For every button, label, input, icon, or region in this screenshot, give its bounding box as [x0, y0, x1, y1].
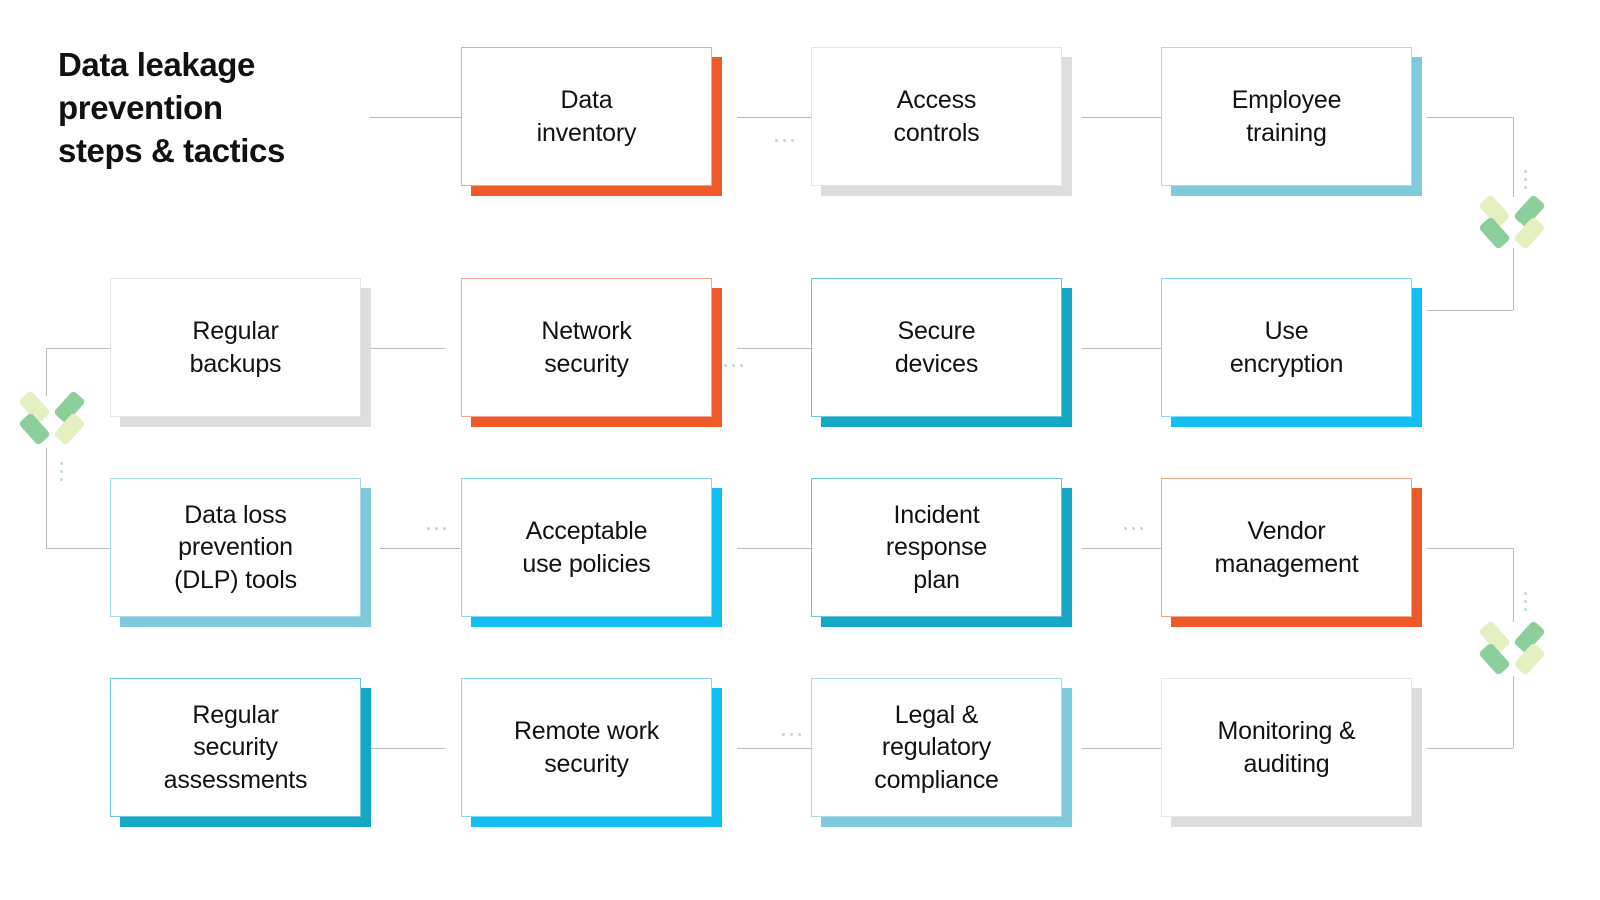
node-label-acceptable-use: Acceptable use policies: [522, 517, 651, 578]
node-access-controls[interactable]: Access controls: [811, 47, 1072, 196]
chevron-down-icon: [18, 390, 86, 446]
node-data-inventory[interactable]: Data inventory: [461, 47, 722, 196]
node-label-employee-training: Employee training: [1231, 86, 1342, 147]
connector-regular-backups-out: [46, 348, 112, 349]
connector-row3-down-2: [1513, 676, 1514, 748]
connector-use-encryption-to-secure-devices: [1082, 348, 1162, 349]
chevron-arm-right: [53, 412, 86, 446]
node-label-legal-compliance: Legal & regulatory compliance: [874, 700, 999, 794]
node-dlp-tools[interactable]: Data loss prevention (DLP) tools: [110, 478, 371, 627]
flow-dots-row4-a: [782, 733, 801, 736]
node-network-security[interactable]: Network security: [461, 278, 722, 427]
chevron-arm-right: [1513, 216, 1546, 250]
chevron-down-icon: [1478, 620, 1546, 676]
node-label-access-controls: Access controls: [893, 86, 980, 147]
node-card-monitoring-auditing[interactable]: Monitoring & auditing: [1161, 678, 1412, 817]
connector-vendor-management-out: [1427, 548, 1513, 549]
node-incident-response[interactable]: Incident response plan: [811, 478, 1072, 627]
connector-remote-work-to-assessments: [365, 748, 445, 749]
node-card-network-security[interactable]: Network security: [461, 278, 712, 417]
connector-access-controls-to-employee-training: [1082, 117, 1162, 118]
connector-monitoring-to-legal: [1082, 748, 1162, 749]
node-label-dlp-tools: Data loss prevention (DLP) tools: [174, 500, 297, 594]
connector-employee-training-out: [1427, 117, 1513, 118]
connector-secure-devices-to-network-security: [737, 348, 817, 349]
node-acceptable-use[interactable]: Acceptable use policies: [461, 478, 722, 627]
connector-dlp-to-acceptable-use: [380, 548, 460, 549]
node-label-regular-backups: Regular backups: [189, 317, 282, 378]
connector-into-monitoring-auditing: [1427, 748, 1513, 749]
node-card-secure-devices[interactable]: Secure devices: [811, 278, 1062, 417]
node-vendor-management[interactable]: Vendor management: [1161, 478, 1422, 627]
node-remote-work-security[interactable]: Remote work security: [461, 678, 722, 827]
node-label-data-inventory: Data inventory: [536, 86, 637, 147]
flow-dots-right-1: [1524, 170, 1527, 189]
node-card-vendor-management[interactable]: Vendor management: [1161, 478, 1412, 617]
connector-network-security-to-regular-backups: [365, 348, 445, 349]
node-card-employee-training[interactable]: Employee training: [1161, 47, 1412, 186]
node-card-data-inventory[interactable]: Data inventory: [461, 47, 712, 186]
connector-acceptable-use-to-incident-response: [737, 548, 817, 549]
node-card-remote-work-security[interactable]: Remote work security: [461, 678, 712, 817]
connector-into-use-encryption: [1427, 310, 1513, 311]
node-monitoring-auditing[interactable]: Monitoring & auditing: [1161, 678, 1422, 827]
node-card-access-controls[interactable]: Access controls: [811, 47, 1062, 186]
connector-row2-down: [46, 348, 47, 396]
chevron-arm-left: [1478, 216, 1511, 250]
node-security-assessments[interactable]: Regular security assessments: [110, 678, 371, 827]
node-regular-backups[interactable]: Regular backups: [110, 278, 371, 427]
node-card-legal-compliance[interactable]: Legal & regulatory compliance: [811, 678, 1062, 817]
node-card-use-encryption[interactable]: Use encryption: [1161, 278, 1412, 417]
connector-into-dlp-tools: [46, 548, 112, 549]
chevron-down-icon: [1478, 194, 1546, 250]
flow-dots-row3-a: [427, 527, 446, 530]
flow-dots-left-1: [60, 462, 63, 481]
node-label-secure-devices: Secure devices: [894, 317, 979, 378]
node-card-acceptable-use[interactable]: Acceptable use policies: [461, 478, 712, 617]
node-secure-devices[interactable]: Secure devices: [811, 278, 1072, 427]
node-card-incident-response[interactable]: Incident response plan: [811, 478, 1062, 617]
node-card-regular-backups[interactable]: Regular backups: [110, 278, 361, 417]
flow-dots-row3-b: [1124, 527, 1143, 530]
node-label-use-encryption: Use encryption: [1229, 317, 1344, 378]
connector-data-inventory-to-access-controls: [737, 117, 817, 118]
connector-row1-down: [1513, 117, 1514, 197]
node-label-incident-response: Incident response plan: [885, 500, 988, 594]
connector-row3-down: [1513, 548, 1514, 622]
node-label-monitoring-auditing: Monitoring & auditing: [1217, 717, 1356, 778]
chevron-stroke-bottom: [1478, 216, 1546, 250]
connector-legal-to-remote-work: [737, 748, 817, 749]
node-employee-training[interactable]: Employee training: [1161, 47, 1422, 196]
chevron-arm-left: [1478, 642, 1511, 676]
flow-dots-row1-a: [775, 139, 794, 142]
node-use-encryption[interactable]: Use encryption: [1161, 278, 1422, 427]
flow-dots-right-2: [1524, 592, 1527, 611]
node-label-remote-work-security: Remote work security: [513, 717, 660, 778]
node-label-security-assessments: Regular security assessments: [163, 700, 308, 794]
connector-incident-response-to-vendor-management: [1082, 548, 1162, 549]
chevron-arm-right: [1513, 642, 1546, 676]
chevron-stroke-bottom: [18, 412, 86, 446]
chevron-stroke-bottom: [1478, 642, 1546, 676]
node-legal-compliance[interactable]: Legal & regulatory compliance: [811, 678, 1072, 827]
node-card-security-assessments[interactable]: Regular security assessments: [110, 678, 361, 817]
node-card-dlp-tools[interactable]: Data loss prevention (DLP) tools: [110, 478, 361, 617]
connector-row2-down-2: [46, 448, 47, 548]
node-label-network-security: Network security: [541, 317, 632, 378]
page-title: Data leakage prevention steps & tactics: [58, 46, 285, 169]
connector-title-to-data-inventory: [370, 117, 470, 118]
node-label-vendor-management: Vendor management: [1214, 517, 1359, 578]
connector-row1-down-2: [1513, 248, 1514, 310]
flow-dots-row2-a: [724, 364, 743, 367]
chevron-arm-left: [18, 412, 51, 446]
